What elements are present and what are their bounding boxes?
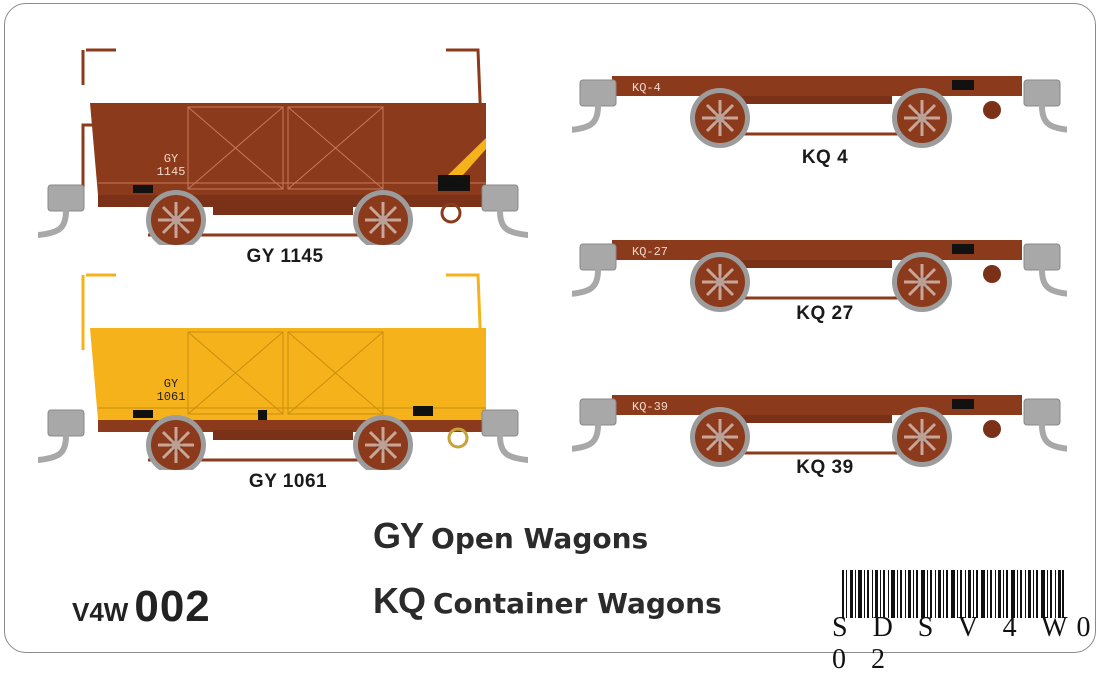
svg-text:GY: GY [164, 152, 178, 166]
svg-text:1145: 1145 [157, 165, 186, 179]
gy-wagon-drawing: GY 1145 [38, 48, 528, 252]
svg-text:KQ-27: KQ-27 [632, 245, 668, 259]
barcode-icon [842, 570, 1064, 618]
title-desc: Open Wagons [431, 522, 649, 555]
wagon-caption-kq-27: KQ 27 [796, 303, 854, 324]
wagon-caption-gy-1145: GY 1145 [246, 246, 324, 267]
wagon-kq-39: KQ-39 [572, 387, 1067, 472]
product-prefix: V4W [72, 597, 129, 627]
svg-text:KQ-39: KQ-39 [632, 400, 668, 414]
gy-wagon-drawing: GY 1061 [38, 273, 528, 477]
product-num: 002 [134, 582, 211, 631]
title-desc: Container Wagons [433, 587, 722, 620]
svg-text:1061: 1061 [157, 390, 186, 404]
svg-text:KQ-4: KQ-4 [632, 81, 661, 95]
svg-text:GY: GY [164, 377, 178, 391]
title-code: KQ [373, 580, 426, 621]
wagon-kq-4: KQ-4 [572, 68, 1067, 153]
title-code: GY [373, 515, 424, 556]
wagon-caption-gy-1061: GY 1061 [248, 471, 328, 492]
kq-wagon-drawing: KQ-27 [572, 240, 1067, 314]
kq-wagon-drawing: KQ-39 [572, 395, 1067, 469]
wagon-gy-1061: GY 1061 [38, 270, 528, 477]
kq-wagon-drawing: KQ-4 [572, 76, 1067, 150]
wagon-caption-kq-4: KQ 4 [801, 147, 849, 168]
wagon-caption-kq-39: KQ 39 [796, 457, 854, 478]
wagon-kq-27: KQ-27 [572, 232, 1067, 317]
wagon-gy-1145: GY 1145 [38, 45, 528, 252]
barcode-text: S D S V 4 W0 0 2 [832, 612, 1100, 675]
